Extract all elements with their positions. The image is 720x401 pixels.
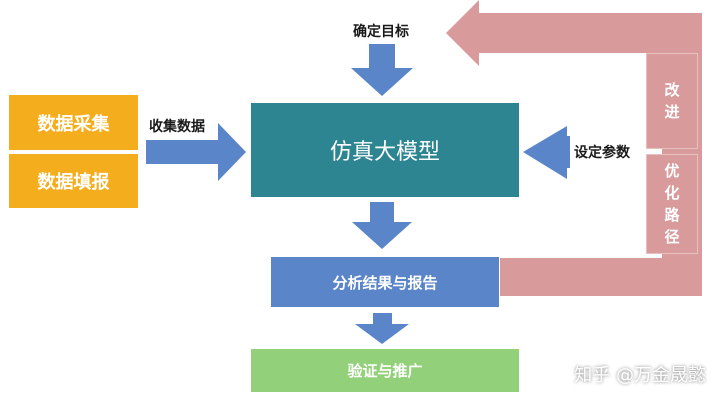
feedback-loop-arrow: [446, 0, 702, 296]
gather-label: 收集数据: [149, 119, 205, 135]
params-arrow: [523, 126, 570, 179]
model-label: 仿真大模型: [329, 140, 440, 165]
data-fill-box: 数据填报: [9, 154, 138, 208]
watermark: 知乎 @万金晟懿: [574, 365, 706, 386]
validate-label: 验证与推广: [347, 362, 423, 380]
goal-label: 确定目标: [353, 24, 409, 40]
validate-box: 验证与推广: [251, 349, 519, 392]
improve-label: 改进: [664, 81, 680, 121]
analysis-box: 分析结果与报告: [271, 257, 499, 307]
optimize-box: 优化路径: [646, 154, 698, 254]
data-collect-label: 数据采集: [37, 113, 110, 135]
improve-box: 改进: [646, 53, 698, 149]
model-to-analysis-arrow: [352, 202, 412, 249]
analysis-label: 分析结果与报告: [332, 273, 438, 292]
analysis-to-validate-arrow: [355, 313, 409, 344]
gather-arrow: [146, 123, 246, 181]
data-fill-label: 数据填报: [37, 172, 110, 193]
model-box: 仿真大模型: [251, 103, 519, 197]
data-collect-box: 数据采集: [9, 95, 138, 150]
params-label: 设定参数: [574, 145, 630, 161]
optimize-label: 优化路径: [664, 162, 680, 246]
goal-arrow: [351, 44, 413, 96]
